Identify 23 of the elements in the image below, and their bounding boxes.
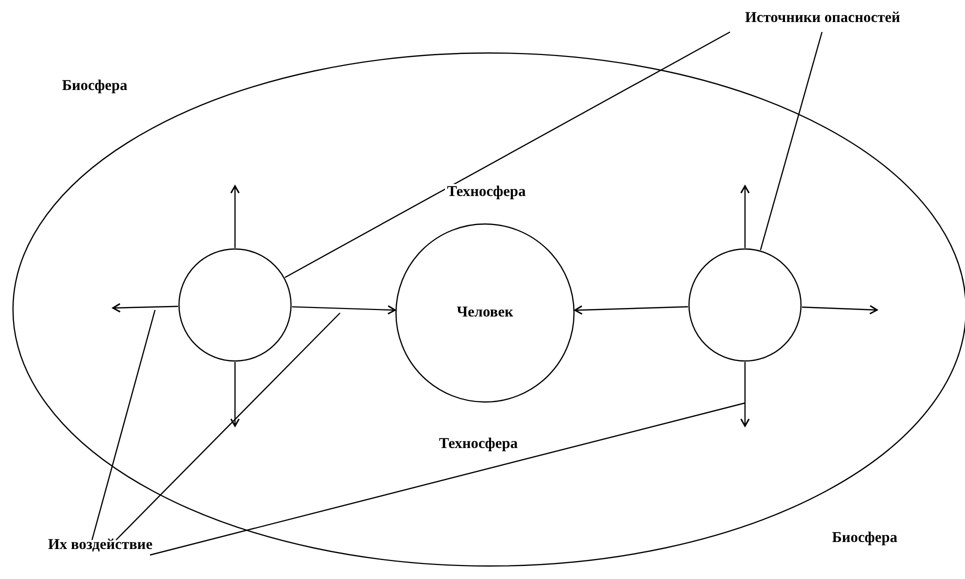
- person-circle: [395, 223, 575, 403]
- label-text: Биосфера: [60, 78, 130, 95]
- arrow: [740, 185, 750, 248]
- arrow: [112, 303, 178, 313]
- node-label: Человек: [456, 304, 514, 322]
- leader-line: [760, 32, 823, 250]
- arrow: [230, 362, 240, 427]
- arrow: [740, 362, 750, 427]
- arrow: [802, 305, 878, 314]
- leader-line: [150, 402, 746, 556]
- leader-line: [116, 312, 340, 540]
- label-text: Биосфера: [830, 530, 900, 547]
- leader-line: [91, 310, 156, 540]
- label-text: Их воздействие: [48, 537, 152, 554]
- hazard-circle: [178, 248, 292, 362]
- leader-line: [284, 31, 730, 278]
- arrow: [574, 305, 688, 315]
- arrow: [230, 185, 240, 248]
- label-text: Техносфера: [445, 184, 528, 201]
- label-text: Техносфера: [437, 436, 520, 453]
- arrow: [292, 305, 396, 315]
- label-text: Источники опасностей: [745, 10, 900, 27]
- hazard-circle: [688, 248, 802, 362]
